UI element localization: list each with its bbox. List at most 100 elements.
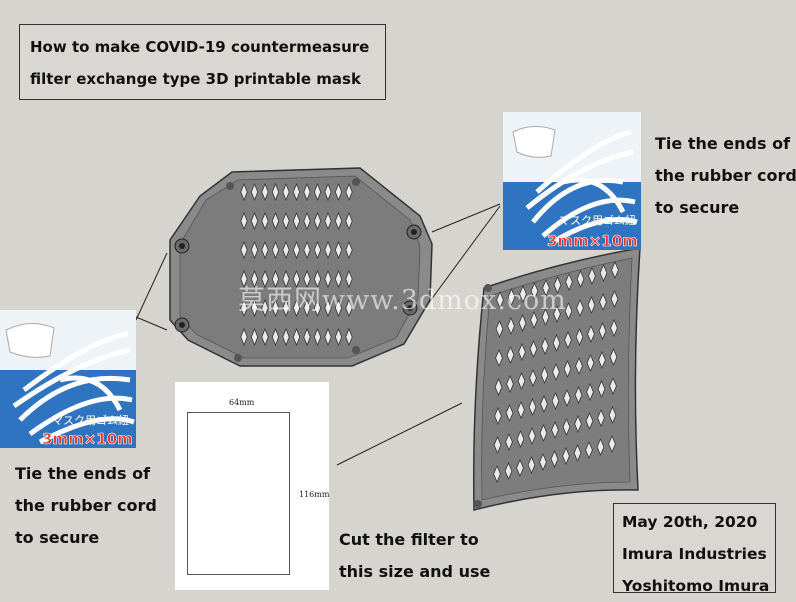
vent-hole: [495, 348, 503, 368]
vent-hole: [599, 263, 608, 283]
mask-filter-frame: [472, 247, 641, 511]
vent-hole: [564, 301, 573, 321]
product-japanese-label: マスク用ゴム紐: [559, 213, 636, 227]
vent-hole: [345, 182, 353, 202]
vent-hole: [282, 327, 290, 347]
vent-hole: [493, 464, 501, 484]
mask-front-view: [169, 167, 433, 367]
vent-hole: [551, 391, 560, 411]
vent-hole: [250, 327, 259, 347]
vent-hole: [576, 269, 585, 289]
vent-hole: [345, 298, 353, 318]
vent-hole: [334, 211, 343, 231]
vent-hole: [271, 327, 280, 347]
vent-hole: [529, 339, 538, 359]
vent-hole: [610, 289, 619, 309]
callout-line-left-top: [135, 252, 168, 321]
vent-hole: [313, 298, 322, 318]
vent-hole: [292, 182, 301, 202]
filter-width-label: 64mm: [229, 398, 255, 407]
vent-hole: [334, 269, 343, 289]
credits-box: May 20th, 2020 Imura Industries Yoshitom…: [613, 503, 776, 595]
vent-hole: [313, 327, 322, 347]
watermark: 莫西网www.3dmox.com: [238, 285, 567, 316]
vent-hole: [271, 240, 280, 260]
vent-hole: [611, 260, 619, 280]
vent-hole: [539, 423, 548, 443]
vent-hole: [505, 432, 513, 452]
vent-hole: [324, 298, 332, 318]
caption-line: to secure: [655, 198, 740, 217]
vent-hole: [345, 269, 353, 289]
vent-hole: [240, 327, 248, 347]
vent-hole: [240, 298, 248, 318]
vent-hole: [261, 298, 269, 318]
vent-hole: [550, 449, 559, 469]
frame-vent-holes: [493, 260, 619, 484]
vent-hole: [494, 377, 503, 397]
product-size-label: 3mm×10m: [547, 232, 638, 250]
vent-hole: [324, 182, 332, 202]
vent-hole: [324, 240, 332, 260]
vent-hole: [303, 298, 311, 318]
vent-hole: [573, 443, 582, 463]
vent-hole: [240, 269, 248, 289]
vent-hole: [575, 327, 584, 347]
vent-hole: [596, 437, 605, 457]
vent-hole: [303, 211, 311, 231]
vent-hole: [303, 327, 311, 347]
vent-hole: [282, 211, 290, 231]
vent-hole: [507, 316, 515, 336]
vent-hole: [586, 353, 595, 373]
vent-hole: [530, 310, 538, 330]
caption-filter: Cut the filter to this size and use: [339, 524, 490, 588]
vent-hole: [528, 426, 536, 446]
vent-hole: [292, 298, 301, 318]
vent-hole: [598, 321, 607, 341]
caption-line: the rubber cord: [655, 166, 796, 185]
callout-line-filter: [336, 402, 463, 466]
vent-hole: [240, 182, 248, 202]
vent-hole: [334, 298, 343, 318]
vent-hole: [552, 362, 560, 382]
vent-hole: [586, 382, 594, 402]
vent-hole: [517, 371, 526, 391]
vent-hole: [609, 376, 617, 396]
vent-hole: [527, 455, 536, 475]
vent-hole: [282, 269, 290, 289]
product-size-label: 3mm×10m: [42, 430, 133, 448]
vent-hole: [240, 211, 248, 231]
caption-line: the rubber cord: [15, 496, 157, 515]
vent-hole: [345, 211, 353, 231]
vent-hole: [506, 345, 515, 365]
vent-hole: [261, 327, 269, 347]
callout-line-left-bottom: [135, 316, 168, 331]
vent-hole: [585, 440, 593, 460]
vent-hole: [324, 269, 332, 289]
vent-hole: [250, 269, 259, 289]
vent-hole: [334, 240, 343, 260]
vent-hole: [292, 240, 301, 260]
vent-hole: [271, 182, 280, 202]
vent-hole: [505, 403, 514, 423]
vent-hole: [303, 182, 311, 202]
vent-hole: [528, 397, 537, 417]
vent-hole: [496, 290, 504, 310]
vent-hole: [564, 330, 572, 350]
caption-line: to secure: [15, 528, 100, 547]
vent-hole: [504, 461, 513, 481]
vent-hole: [261, 240, 269, 260]
vent-hole: [324, 211, 332, 231]
vent-hole: [562, 417, 571, 437]
vent-hole: [599, 292, 607, 312]
rubber-cord-photo-top: マスク用ゴム紐 3mm×10m: [503, 112, 641, 250]
vent-hole: [250, 240, 259, 260]
vent-hole: [540, 394, 548, 414]
vent-hole: [292, 211, 301, 231]
vent-hole: [240, 240, 248, 260]
rubber-cord-photo-left: マスク用ゴム紐 3mm×10m: [0, 310, 136, 448]
vent-hole: [495, 319, 504, 339]
front-vent-holes: [240, 182, 353, 347]
vent-hole: [345, 327, 353, 347]
